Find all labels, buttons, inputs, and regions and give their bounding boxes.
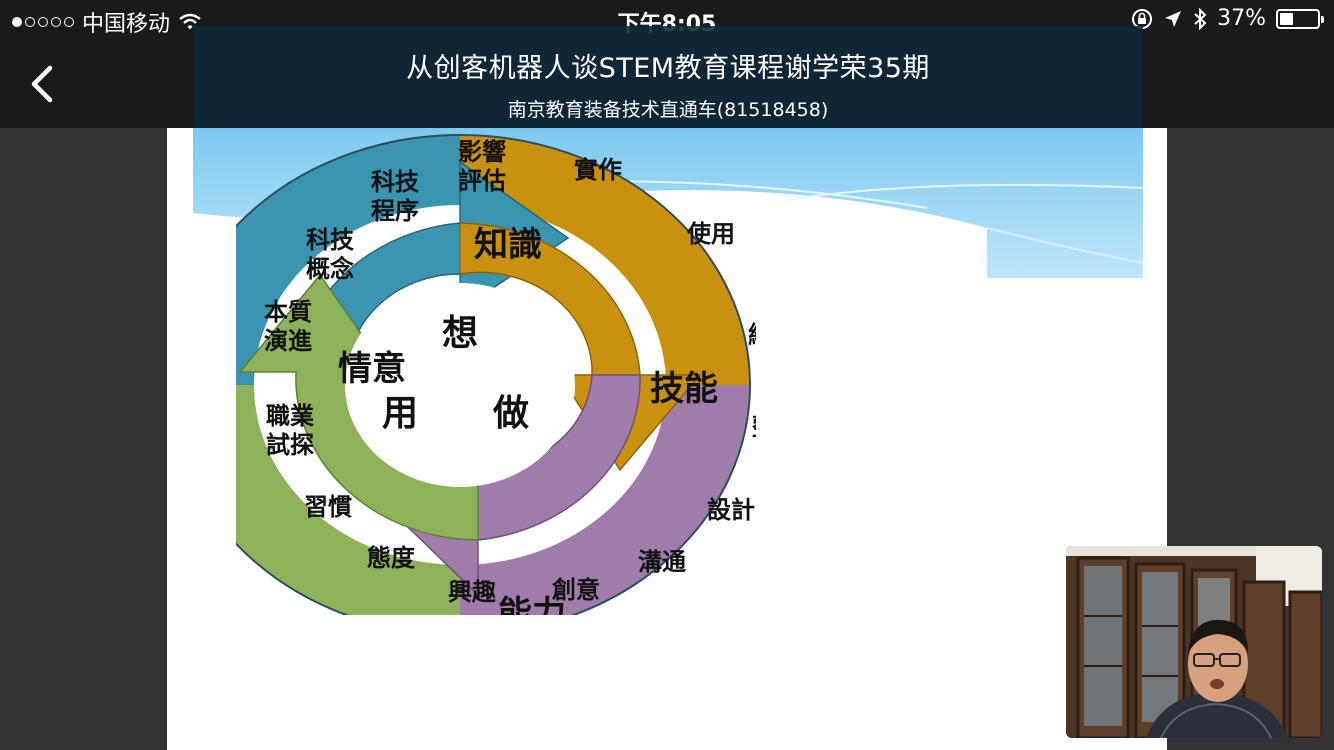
label-blue-2: 評估 (458, 167, 506, 195)
label-blue-1: 影響 (458, 138, 506, 166)
presenter-video-frame (1066, 546, 1322, 738)
title-banner: 从创客机器人谈STEM教育课程谢学荣35期 南京教育装备技术直通车(815184… (193, 26, 1143, 128)
center-text-think: 想 (442, 313, 478, 354)
arrow-label-emotion: 情意 (338, 349, 406, 389)
center-text-do: 做 (492, 393, 529, 434)
label-gold-2: 使用 (686, 220, 735, 248)
carrier-name: 中国移动 (82, 12, 171, 37)
bluetooth-icon (1194, 7, 1207, 30)
label-purple-2: 設計 (707, 496, 755, 524)
back-button[interactable] (20, 60, 64, 108)
signal-strength-icon (12, 17, 74, 27)
outer-ring-outline (236, 134, 751, 615)
location-arrow-icon (1165, 10, 1182, 27)
label-blue-8: 演進 (264, 327, 312, 355)
battery-level-fill (1280, 12, 1293, 25)
wifi-icon (179, 13, 201, 30)
label-purple-1: 整合 (752, 413, 756, 441)
label-blue-5: 科技 (306, 226, 355, 254)
label-gold-3: 維護 (748, 321, 756, 349)
label-gold-1: 實作 (574, 156, 622, 184)
status-right: 37% (1131, 6, 1324, 31)
label-purple-4: 創意 (552, 576, 600, 604)
label-green-2: 試探 (266, 431, 314, 459)
page-title: 从创客机器人谈STEM教育课程谢学荣35期 (406, 53, 930, 84)
battery-icon (1276, 8, 1324, 29)
label-green-3: 習慣 (304, 493, 352, 521)
label-green-1: 職業 (266, 402, 314, 430)
arrow-label-knowledge: 知識 (474, 225, 542, 265)
status-left: 中国移动 (12, 6, 202, 38)
video-pip[interactable] (1066, 546, 1322, 738)
label-blue-3: 科技 (371, 168, 420, 196)
arrow-label-skills: 技能 (650, 369, 718, 409)
center-circle (345, 283, 575, 487)
cycle-diagram: 想 用 做 知識 技能 能力 情意 影響 評估 科技 程序 科技 概念 本質 演… (236, 134, 756, 615)
label-green-4: 態度 (367, 544, 416, 572)
battery-percent: 37% (1217, 6, 1266, 31)
inner-arrow-skills (459, 222, 702, 472)
label-green-5: 興趣 (448, 578, 497, 606)
page-subtitle: 南京教育装备技术直通车(81518458) (507, 99, 829, 121)
label-blue-7: 本質 (264, 298, 312, 326)
arrow-label-ability: 能力 (498, 594, 566, 615)
label-purple-3: 溝通 (638, 548, 686, 576)
chevron-left-icon (31, 65, 53, 103)
label-blue-4: 程序 (371, 197, 419, 225)
label-blue-6: 概念 (306, 255, 354, 283)
center-text-use: 用 (382, 393, 418, 434)
